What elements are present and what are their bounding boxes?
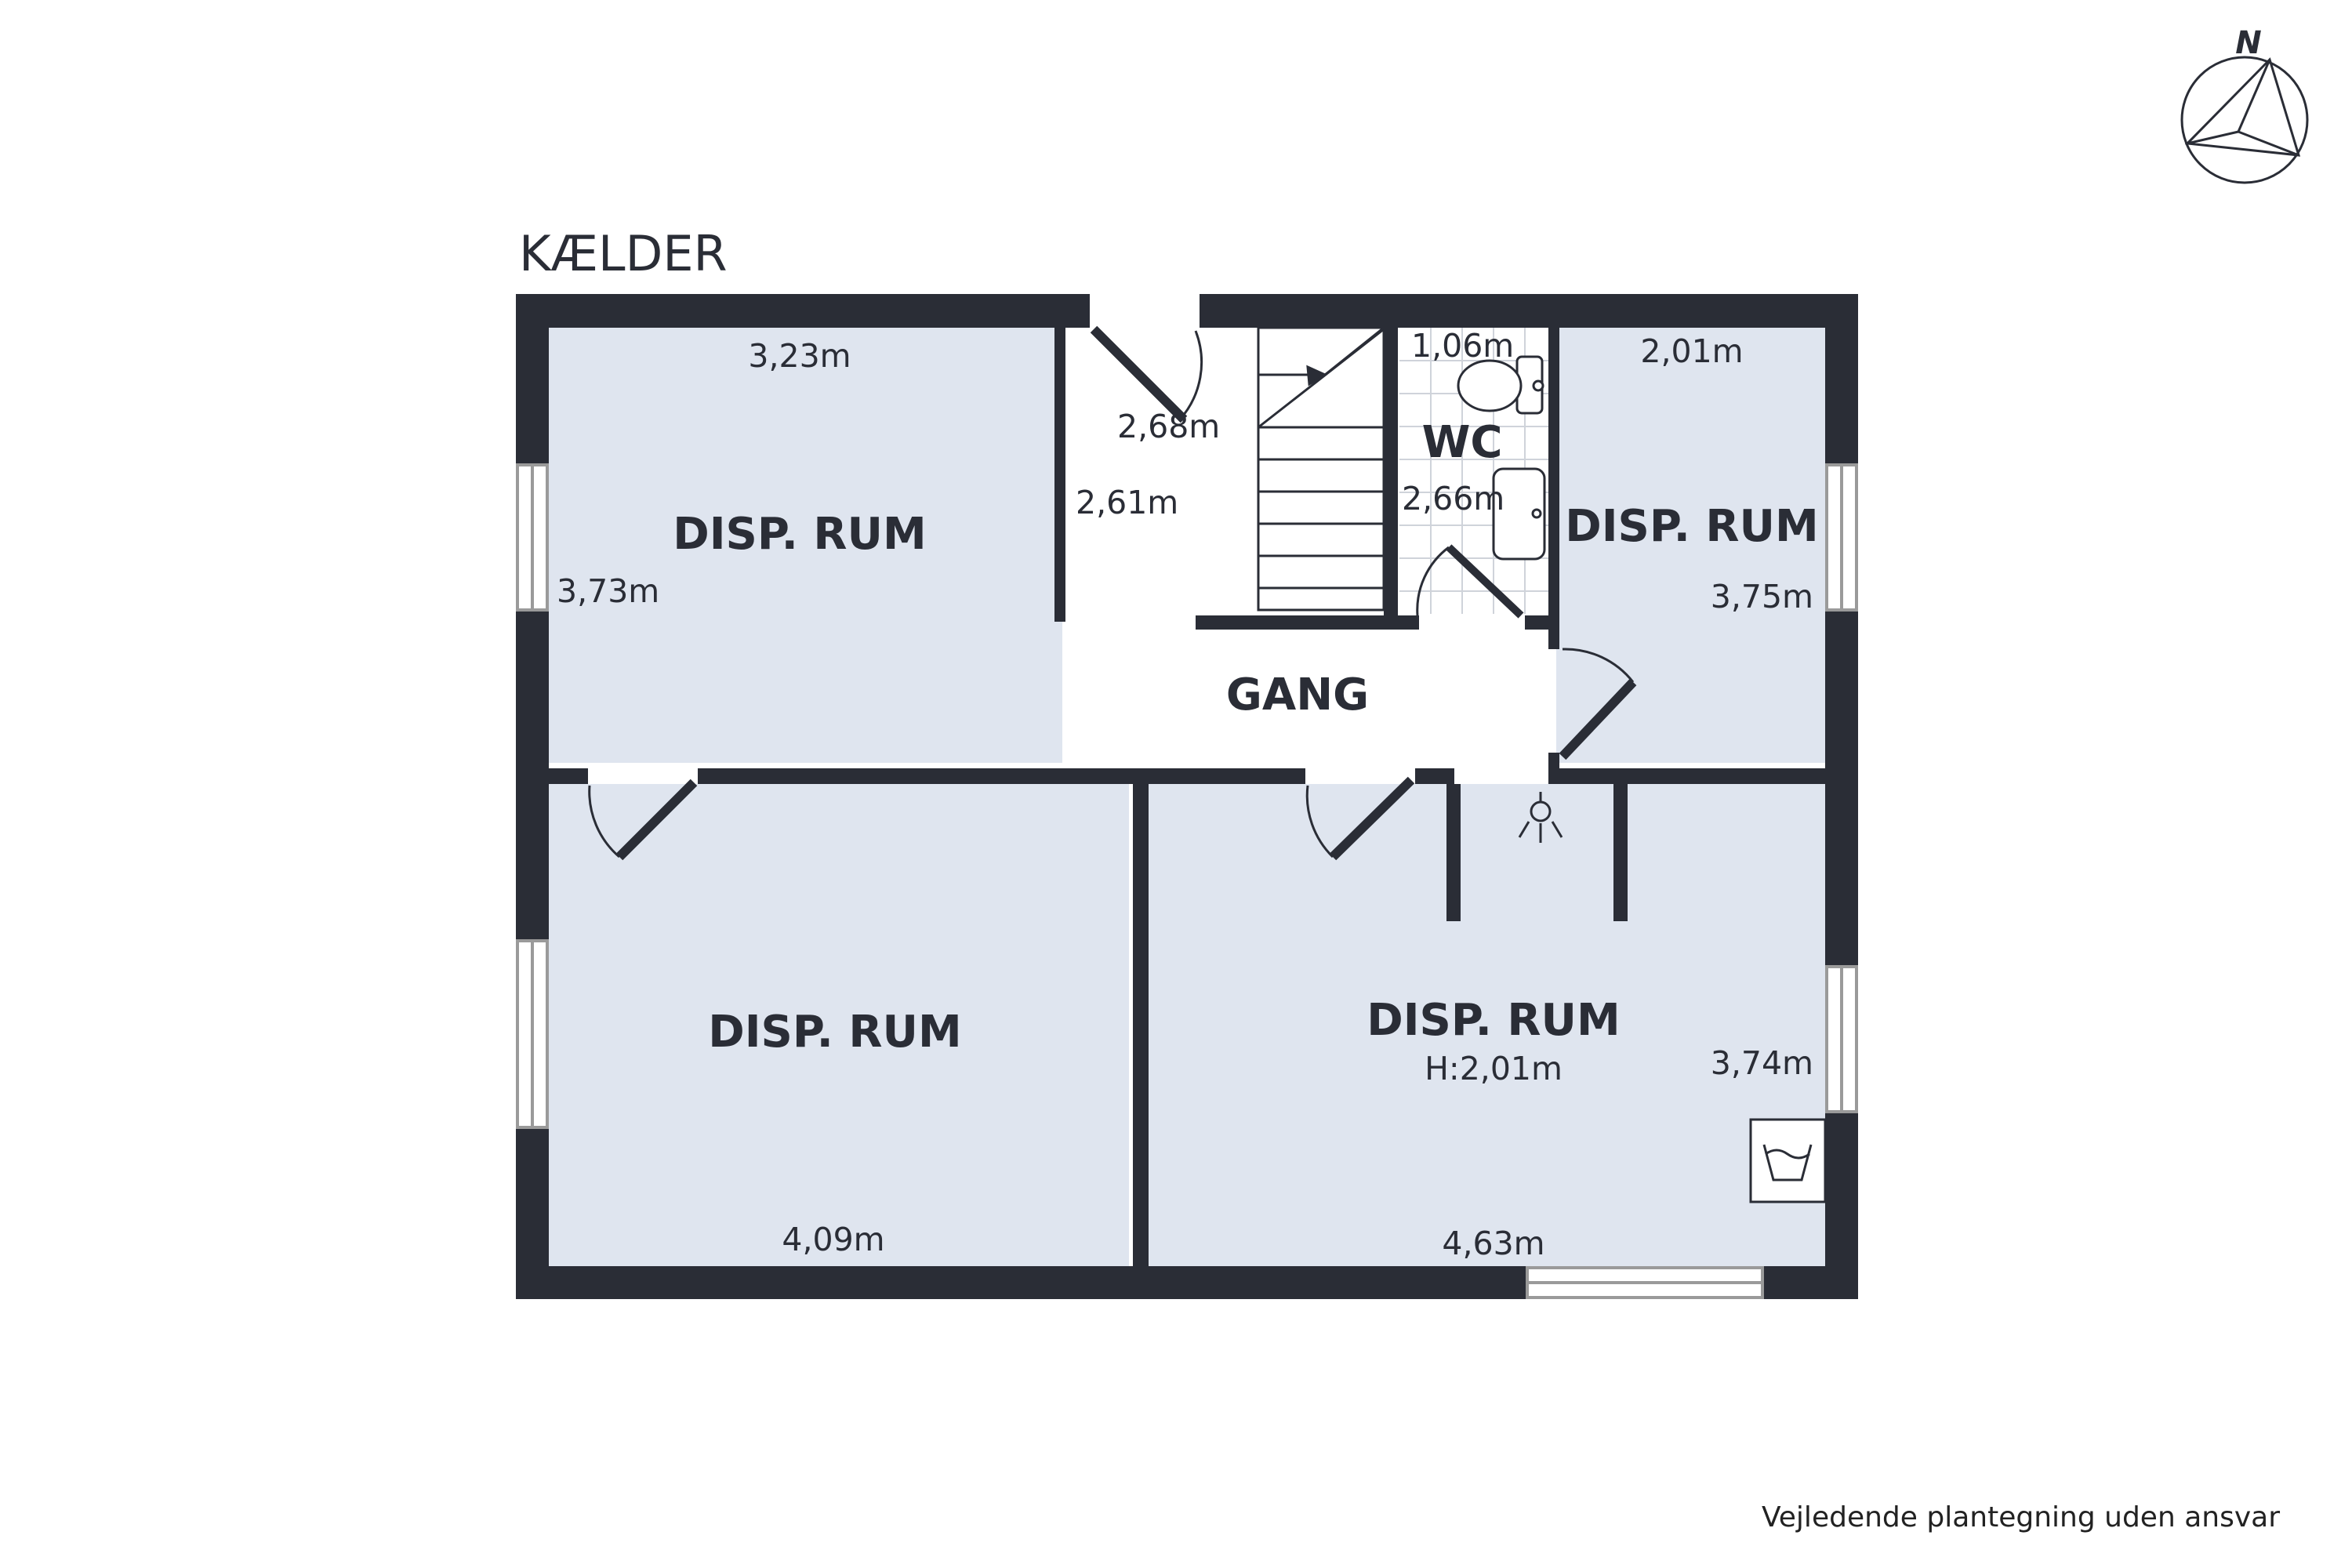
wc-fixtures — [1457, 355, 1546, 561]
room-fill-sw — [549, 784, 1129, 1266]
wall-north-left — [516, 294, 1090, 328]
dim-gang-depth: 2,61m — [1076, 484, 1178, 521]
floor-title: KÆLDER — [519, 225, 728, 282]
dim-gang-width: 2,68m — [1117, 408, 1220, 445]
labels: KÆLDER DISP. RUM DISP. RUM DISP. RUM DIS… — [519, 25, 2280, 1534]
wall-mid-east-b — [1556, 768, 1831, 784]
dim-ne-depth: 3,75m — [1711, 578, 1813, 615]
wall-east — [1825, 294, 1858, 1299]
dim-se-depth: 3,74m — [1711, 1044, 1813, 1082]
compass-north-label: N — [2235, 25, 2261, 61]
dim-se-width: 4,63m — [1442, 1225, 1544, 1262]
dim-wc-depth: 2,66m — [1402, 480, 1504, 517]
wall-north-right — [1200, 294, 1858, 328]
wall-mid-west — [549, 768, 588, 784]
wall-ne-lower — [1548, 753, 1559, 784]
room-fill-nw — [549, 328, 1062, 763]
room-fill-se — [1149, 784, 1831, 1266]
disclaimer-text: Vejledende plantegning uden ansvar — [1762, 1501, 2280, 1534]
wall-sw-se — [1133, 784, 1149, 1266]
dim-wc-width: 1,06m — [1411, 327, 1514, 365]
door-entrance — [1090, 325, 1188, 423]
sink-icon — [1492, 467, 1546, 561]
dim-sw-width: 4,09m — [782, 1221, 884, 1258]
toilet-bowl-icon — [1457, 359, 1523, 412]
wall-se-partition-b — [1613, 784, 1628, 921]
door-se — [1329, 776, 1415, 861]
wall-se-partition-a — [1446, 784, 1461, 921]
staircase — [1257, 326, 1385, 612]
room-label-gang: GANG — [1226, 670, 1369, 720]
compass-arrow-icon — [2184, 57, 2301, 157]
height-label-se: H:2,01m — [1425, 1050, 1563, 1087]
utility-symbols — [1518, 792, 1827, 1203]
window-panes — [531, 465, 1843, 1284]
room-label-wc: WC — [1422, 417, 1503, 468]
laundry-tub-icon — [1749, 1118, 1827, 1203]
doors — [588, 325, 1637, 861]
room-label-disp-ne: DISP. RUM — [1565, 501, 1819, 552]
room-label-disp-se: DISP. RUM — [1367, 995, 1621, 1046]
room-fills — [549, 328, 1831, 1266]
wall-nw-east — [1054, 328, 1065, 622]
wall-mid-center — [698, 768, 1305, 784]
wall-wc-ne — [1548, 328, 1559, 649]
room-fill-ne — [1556, 328, 1831, 763]
wall-wc-bottom — [1525, 615, 1548, 630]
door-wc — [1446, 544, 1524, 619]
wall-mid-east-a — [1415, 768, 1454, 784]
compass-ring — [2180, 56, 2309, 184]
door-ne — [1559, 678, 1637, 760]
dim-ne-width: 2,01m — [1640, 332, 1743, 370]
wall-stair-wc — [1384, 328, 1398, 630]
room-label-disp-sw: DISP. RUM — [708, 1007, 962, 1058]
compass — [2180, 56, 2309, 184]
wall-west — [516, 294, 549, 1299]
dim-nw-width: 3,23m — [748, 337, 851, 375]
door-nw — [615, 779, 698, 861]
wall-stair-bottom — [1196, 615, 1419, 630]
dim-nw-depth: 3,73m — [557, 572, 659, 610]
room-label-disp-nw: DISP. RUM — [673, 509, 927, 560]
